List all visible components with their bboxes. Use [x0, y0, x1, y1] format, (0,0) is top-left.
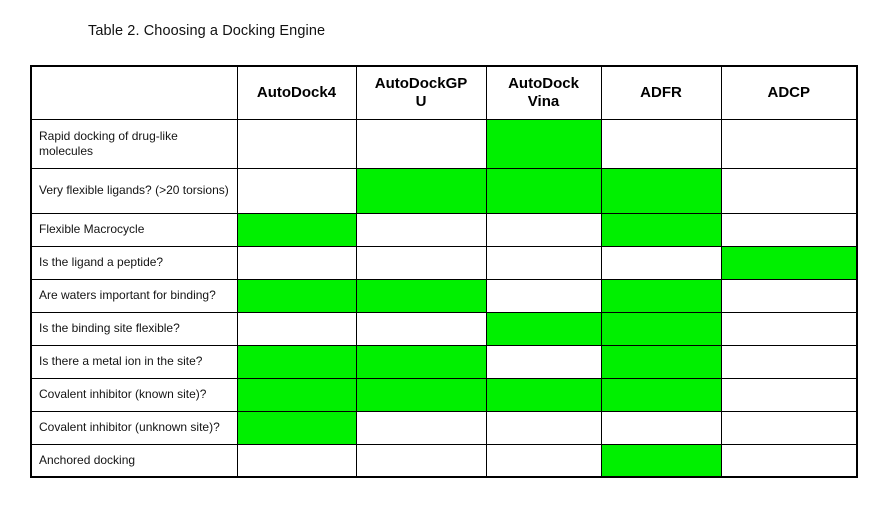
- recommended-cell: [236, 344, 357, 379]
- empty-cell: [485, 443, 602, 478]
- table-row: Anchored docking: [30, 443, 858, 478]
- corner-cell: [30, 65, 238, 120]
- feature-label: Is the ligand a peptide?: [30, 245, 238, 280]
- table-row: Is there a metal ion in the site?: [30, 344, 858, 379]
- recommended-cell: [720, 245, 858, 280]
- empty-cell: [720, 167, 858, 214]
- table-row: Flexible Macrocycle: [30, 212, 858, 247]
- empty-cell: [355, 410, 487, 445]
- recommended-cell: [600, 311, 722, 346]
- recommended-cell: [485, 377, 602, 412]
- recommended-cell: [236, 377, 357, 412]
- recommended-cell: [600, 278, 722, 313]
- empty-cell: [600, 118, 722, 169]
- empty-cell: [355, 443, 487, 478]
- recommended-cell: [600, 443, 722, 478]
- feature-label: Covalent inhibitor (unknown site)?: [30, 410, 238, 445]
- column-header-label: ADCP: [767, 83, 810, 101]
- empty-cell: [236, 118, 357, 169]
- column-header-label: AutoDock Vina: [508, 74, 579, 110]
- empty-cell: [485, 212, 602, 247]
- empty-cell: [720, 212, 858, 247]
- table-row: Is the binding site flexible?: [30, 311, 858, 346]
- recommended-cell: [355, 377, 487, 412]
- recommended-cell: [485, 118, 602, 169]
- recommended-cell: [236, 278, 357, 313]
- feature-label: Very flexible ligands? (>20 torsions): [30, 167, 238, 214]
- feature-label: Rapid docking of drug-like molecules: [30, 118, 238, 169]
- recommended-cell: [355, 278, 487, 313]
- table-row: Covalent inhibitor (known site)?: [30, 377, 858, 412]
- docking-engine-table: AutoDock4 AutoDockGPU AutoDock Vina ADFR ADC…: [30, 65, 858, 478]
- column-header: AutoDockGPU: [355, 65, 487, 120]
- empty-cell: [485, 278, 602, 313]
- empty-cell: [720, 278, 858, 313]
- empty-cell: [355, 311, 487, 346]
- recommended-cell: [236, 410, 357, 445]
- empty-cell: [720, 311, 858, 346]
- feature-label: Are waters important for binding?: [30, 278, 238, 313]
- empty-cell: [600, 245, 722, 280]
- feature-label: Anchored docking: [30, 443, 238, 478]
- recommended-cell: [600, 212, 722, 247]
- header-row: AutoDock4 AutoDockGPU AutoDock Vina ADFR ADC…: [30, 65, 858, 120]
- empty-cell: [485, 344, 602, 379]
- column-header: AutoDock4: [236, 65, 357, 120]
- recommended-cell: [485, 311, 602, 346]
- column-header-label: ADFR: [640, 83, 682, 101]
- empty-cell: [720, 377, 858, 412]
- feature-label: Flexible Macrocycle: [30, 212, 238, 247]
- recommended-cell: [600, 167, 722, 214]
- empty-cell: [720, 344, 858, 379]
- feature-label: Is there a metal ion in the site?: [30, 344, 238, 379]
- table-row: Rapid docking of drug-like molecules: [30, 118, 858, 169]
- empty-cell: [720, 443, 858, 478]
- table-row: Very flexible ligands? (>20 torsions): [30, 167, 858, 214]
- feature-label: Covalent inhibitor (known site)?: [30, 377, 238, 412]
- recommended-cell: [355, 167, 487, 214]
- column-header: ADCP: [720, 65, 858, 120]
- recommended-cell: [236, 212, 357, 247]
- empty-cell: [720, 118, 858, 169]
- empty-cell: [236, 311, 357, 346]
- empty-cell: [485, 410, 602, 445]
- recommended-cell: [600, 344, 722, 379]
- empty-cell: [485, 245, 602, 280]
- recommended-cell: [600, 377, 722, 412]
- column-header-label: AutoDockGPU: [374, 74, 468, 110]
- empty-cell: [355, 212, 487, 247]
- recommended-cell: [355, 344, 487, 379]
- page-title: Table 2. Choosing a Docking Engine: [88, 23, 326, 39]
- empty-cell: [236, 245, 357, 280]
- empty-cell: [600, 410, 722, 445]
- empty-cell: [720, 410, 858, 445]
- table-row: Is the ligand a peptide?: [30, 245, 858, 280]
- empty-cell: [355, 245, 487, 280]
- empty-cell: [355, 118, 487, 169]
- table-row: Are waters important for binding?: [30, 278, 858, 313]
- empty-cell: [236, 443, 357, 478]
- column-header: ADFR: [600, 65, 722, 120]
- table-row: Covalent inhibitor (unknown site)?: [30, 410, 858, 445]
- column-header-label: AutoDock4: [256, 83, 337, 101]
- empty-cell: [236, 167, 357, 214]
- recommended-cell: [485, 167, 602, 214]
- column-header: AutoDock Vina: [485, 65, 602, 120]
- feature-label: Is the binding site flexible?: [30, 311, 238, 346]
